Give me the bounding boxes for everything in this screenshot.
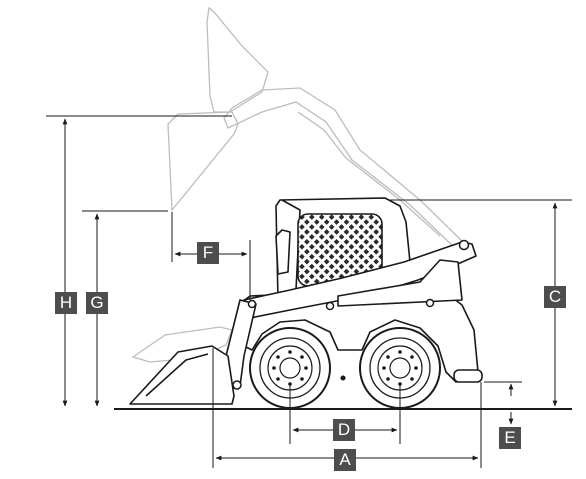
arm-pivot-pin: [458, 239, 470, 251]
dimension-label-d: D: [333, 419, 355, 441]
top-bucket-ghost: [206, 6, 269, 113]
loader-frame: [241, 287, 479, 383]
bucket: [129, 345, 235, 405]
link-pin-lower: [232, 380, 242, 390]
middle-bucket-ghost: [167, 111, 239, 212]
frame-dot: [340, 375, 346, 381]
dimension-label-a: A: [334, 449, 356, 471]
raised-arm-outline: [223, 87, 463, 249]
arm-mid-pin: [325, 301, 335, 311]
dimension-label-h: H: [55, 292, 77, 314]
raised-arm-ghost: [131, 6, 463, 363]
dimension-label-e: E: [499, 427, 521, 449]
frame-pin: [425, 298, 435, 308]
dimension-lines: [46, 115, 572, 468]
arm-plate: [337, 259, 463, 307]
bucket-inner-line: [145, 353, 209, 397]
raised-arm-inner-line: [297, 111, 441, 237]
dimension-label-f: F: [197, 242, 219, 264]
track-stop: [453, 369, 483, 383]
dimension-label-c: C: [544, 286, 566, 308]
dimension-label-g: G: [86, 292, 108, 314]
link-pin-upper: [247, 299, 257, 309]
cab-side-window: [275, 229, 291, 275]
front-wheel: [359, 327, 441, 409]
lower-bucket-ghost: [131, 326, 233, 363]
pivot-pins: [232, 239, 470, 390]
